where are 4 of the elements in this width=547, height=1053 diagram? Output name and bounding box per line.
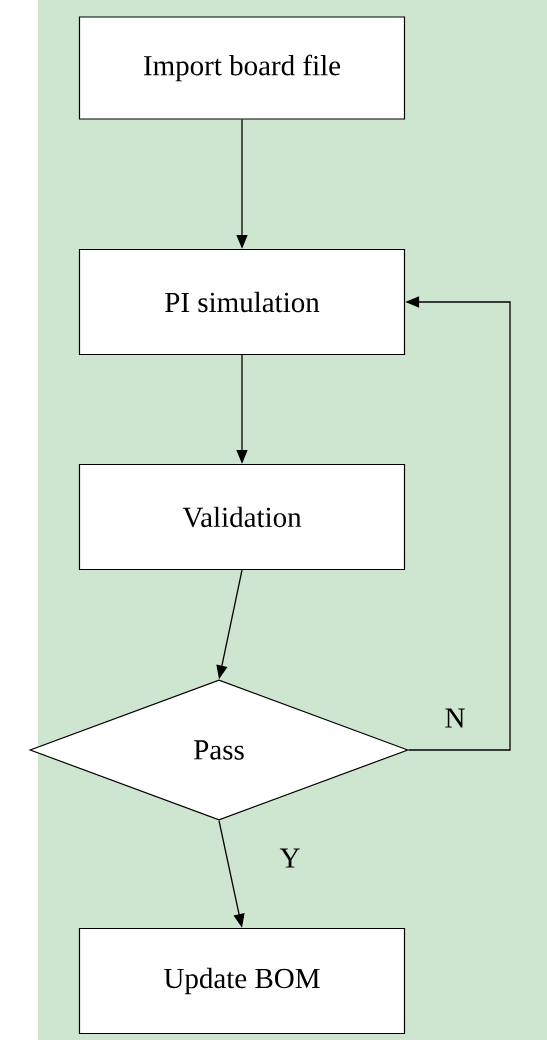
process-box: PI simulation [78, 248, 406, 356]
process-box: Import board file [78, 16, 406, 120]
process-box: Validation [78, 463, 406, 571]
process-box: Update BOM [78, 927, 406, 1035]
